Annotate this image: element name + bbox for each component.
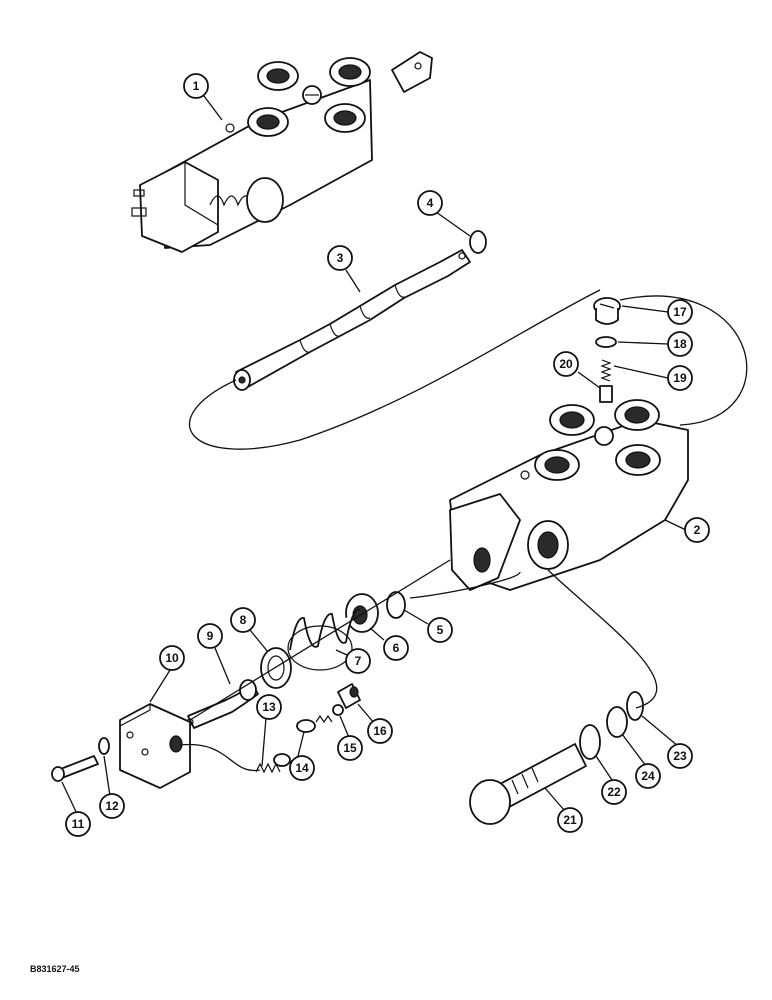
- callout-19: 19: [667, 365, 693, 391]
- svg-text:9: 9: [207, 629, 214, 643]
- callout-5: 5: [427, 617, 453, 643]
- callout-20: 20: [553, 351, 579, 377]
- cartridge-21-drawing: [469, 743, 587, 825]
- spool-drawing: [233, 249, 471, 391]
- svg-text:4: 4: [427, 196, 434, 210]
- poppet-14-drawing: [273, 714, 333, 767]
- callout-leaders: [61, 95, 687, 817]
- callout-21: 21: [557, 807, 583, 833]
- callout-24: 24: [635, 763, 661, 789]
- svg-text:16: 16: [373, 724, 387, 738]
- callout-18: 18: [667, 331, 693, 357]
- o-ring-22-drawing: [579, 724, 601, 760]
- svg-text:14: 14: [295, 761, 309, 775]
- callout-15: 15: [337, 735, 363, 761]
- callout-13: 13: [256, 694, 282, 720]
- svg-text:19: 19: [673, 371, 687, 385]
- svg-text:11: 11: [72, 817, 85, 831]
- figure-reference-label: B831627-45: [30, 964, 80, 974]
- valve-body-drawing: [449, 399, 689, 591]
- svg-text:20: 20: [559, 357, 573, 371]
- seat-16-drawing: [337, 683, 361, 709]
- callout-16: 16: [367, 718, 393, 744]
- end-cap-10-drawing: [119, 703, 191, 789]
- plug-group-drawing: [593, 297, 621, 403]
- svg-text:23: 23: [673, 749, 687, 763]
- callout-2: 2: [684, 517, 710, 543]
- washer-12-drawing: [98, 737, 110, 755]
- spring-seat-6-drawing: [345, 593, 379, 633]
- svg-text:5: 5: [437, 623, 444, 637]
- svg-text:1: 1: [193, 79, 200, 93]
- o-ring-5-drawing: [386, 591, 406, 619]
- callout-3: 3: [327, 245, 353, 271]
- svg-text:13: 13: [262, 700, 276, 714]
- callout-10: 10: [159, 645, 185, 671]
- callout-1: 1: [183, 73, 209, 99]
- callout-11: 11: [65, 811, 91, 837]
- svg-text:2: 2: [694, 523, 701, 537]
- svg-text:17: 17: [673, 305, 687, 319]
- callout-6: 6: [383, 635, 409, 661]
- callout-9: 9: [197, 623, 223, 649]
- o-ring-4-drawing: [469, 230, 487, 254]
- callout-22: 22: [601, 779, 627, 805]
- svg-text:8: 8: [240, 613, 247, 627]
- backup-ring-24-drawing: [606, 706, 628, 738]
- svg-text:7: 7: [355, 654, 362, 668]
- ball-15-drawing: [332, 704, 344, 716]
- spring-seat-8-drawing: [260, 647, 292, 689]
- callout-14: 14: [289, 755, 315, 781]
- valve-assembly-drawing: [131, 51, 433, 253]
- callout-7: 7: [345, 648, 371, 674]
- svg-text:24: 24: [641, 769, 655, 783]
- svg-text:6: 6: [393, 641, 400, 655]
- bolt-9-drawing: [186, 679, 259, 729]
- callout-17: 17: [667, 299, 693, 325]
- svg-text:15: 15: [343, 741, 357, 755]
- svg-text:3: 3: [337, 251, 344, 265]
- svg-text:18: 18: [673, 337, 687, 351]
- svg-text:22: 22: [607, 785, 621, 799]
- svg-text:21: 21: [563, 813, 577, 827]
- svg-text:12: 12: [105, 799, 119, 813]
- spring-7-drawing: [287, 609, 361, 671]
- assembly-guide-lines: [179, 289, 748, 772]
- cap-screw-11-drawing: [51, 755, 99, 782]
- callout-4: 4: [417, 190, 443, 216]
- svg-text:10: 10: [165, 651, 179, 665]
- callout-23: 23: [667, 743, 693, 769]
- callout-12: 12: [99, 793, 125, 819]
- callout-8: 8: [230, 607, 256, 633]
